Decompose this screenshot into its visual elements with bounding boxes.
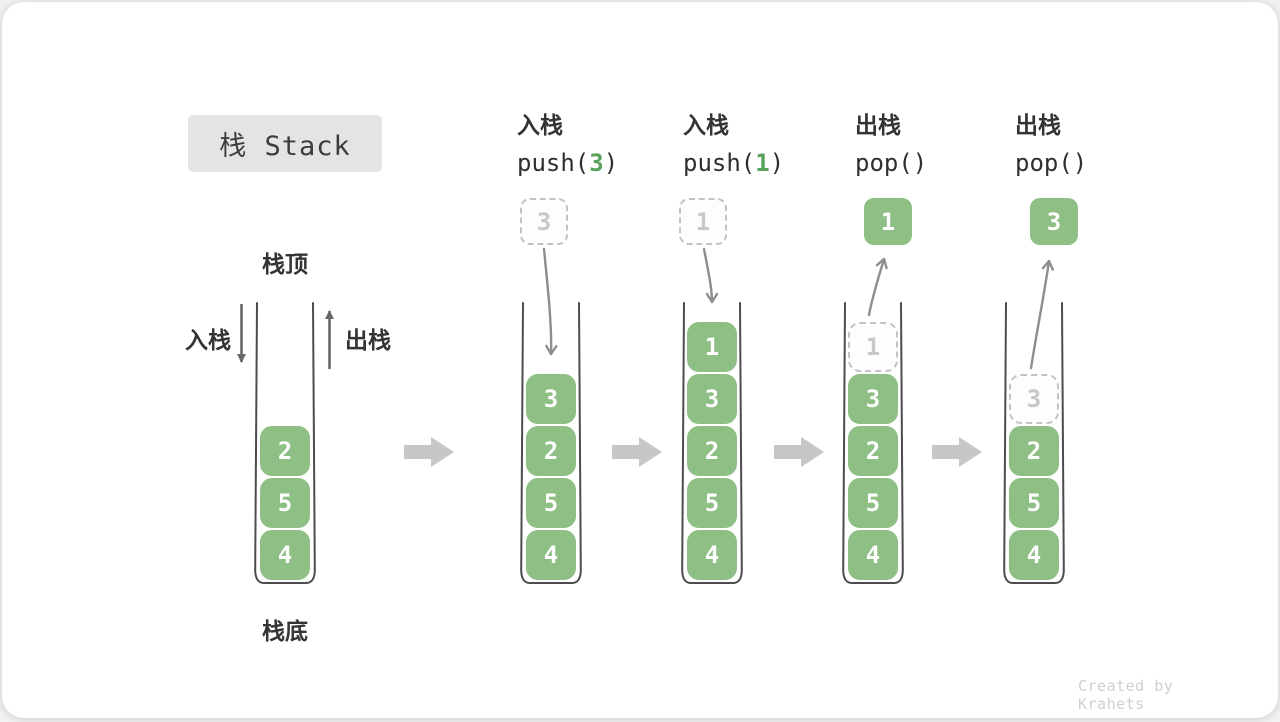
step-arrow-icon xyxy=(774,437,824,467)
stack-cell-ghost: 3 xyxy=(1009,374,1059,424)
stack-cell: 4 xyxy=(526,530,576,580)
op-action-label: 入栈 xyxy=(517,113,563,139)
stack-state-after-push1: 1 3 2 5 4 xyxy=(681,302,743,586)
stack-state-initial: 2 5 4 xyxy=(254,302,316,586)
stack-top-label: 栈顶 xyxy=(262,252,308,278)
stack-cell: 5 xyxy=(526,478,576,528)
stack-walls xyxy=(520,302,582,584)
step-arrow-icon xyxy=(932,437,982,467)
op-code-label: push(3) xyxy=(517,149,619,177)
push-side-label: 入栈 xyxy=(185,328,231,354)
stack-walls xyxy=(254,302,316,584)
op-action-label: 出栈 xyxy=(855,113,901,139)
step-arrow-icon xyxy=(612,437,662,467)
stack-cell: 3 xyxy=(687,374,737,424)
stack-state-after-pop1: 1 3 2 5 4 xyxy=(842,302,904,586)
push1-flow-arrow xyxy=(702,247,719,304)
stack-cell: 3 xyxy=(526,374,576,424)
op-header-push1: 入栈 push(1) xyxy=(683,106,784,177)
stack-bottom-label: 栈底 xyxy=(262,619,308,645)
stack-cell-ghost: 1 xyxy=(848,322,898,372)
stack-cell: 2 xyxy=(526,426,576,476)
op-code-label: pop() xyxy=(1015,149,1088,177)
diagram-title: 栈 Stack xyxy=(188,115,382,172)
stack-cell: 4 xyxy=(848,530,898,580)
stack-walls xyxy=(842,302,904,584)
pop-side-label: 出栈 xyxy=(345,328,391,354)
footer-credit: Created by Krahets xyxy=(1078,677,1174,713)
stack-cell: 2 xyxy=(260,426,310,476)
stack-state-after-push3: 3 2 5 4 xyxy=(520,302,582,586)
stack-cell: 2 xyxy=(848,426,898,476)
stack-cell: 4 xyxy=(1009,530,1059,580)
op-code-arg: 1 xyxy=(755,149,770,177)
op-action-label: 入栈 xyxy=(683,113,729,139)
stack-cell: 5 xyxy=(260,478,310,528)
pushed-value-ghost-box: 1 xyxy=(679,198,727,245)
stack-walls xyxy=(1003,302,1065,584)
op-header-push3: 入栈 push(3) xyxy=(517,106,618,177)
stack-cell: 4 xyxy=(687,530,737,580)
popped-value-box: 3 xyxy=(1030,198,1078,245)
stack-cell: 5 xyxy=(848,478,898,528)
op-code-label: push(1) xyxy=(683,149,785,177)
stack-cell: 4 xyxy=(260,530,310,580)
step-arrow-icon xyxy=(404,437,454,467)
stack-cell: 2 xyxy=(687,426,737,476)
op-code-label: pop() xyxy=(855,149,928,177)
op-header-pop2: 出栈 pop() xyxy=(1015,106,1087,177)
popped-value-box: 1 xyxy=(864,198,912,245)
stack-cell: 5 xyxy=(1009,478,1059,528)
stack-state-after-pop2: 3 2 5 4 xyxy=(1003,302,1065,586)
pushed-value-ghost-box: 3 xyxy=(520,198,568,245)
op-header-pop1: 出栈 pop() xyxy=(855,106,927,177)
op-code-arg: 3 xyxy=(589,149,604,177)
stack-cell: 1 xyxy=(687,322,737,372)
stack-cell: 2 xyxy=(1009,426,1059,476)
stack-walls xyxy=(681,302,743,584)
stack-cell: 5 xyxy=(687,478,737,528)
stack-cell: 3 xyxy=(848,374,898,424)
diagram-title-text: 栈 Stack xyxy=(219,131,351,162)
op-action-label: 出栈 xyxy=(1015,113,1061,139)
